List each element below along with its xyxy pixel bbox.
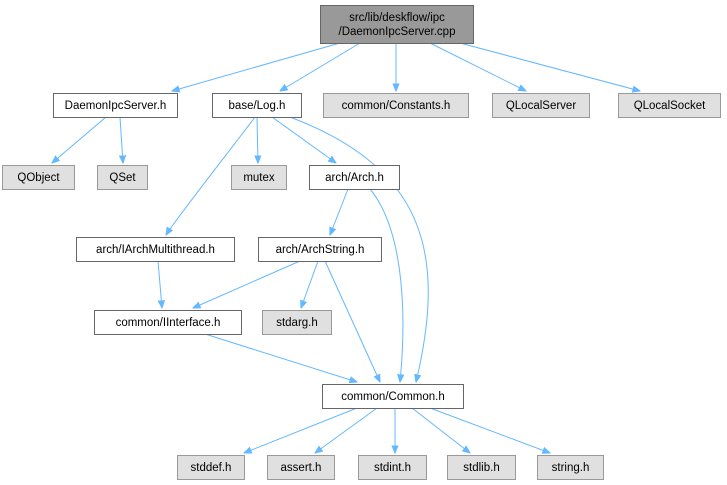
edge-root-to-qlocalsocket xyxy=(459,42,640,91)
node-box xyxy=(212,93,302,118)
edge-archstring-h-to-iinterface-h xyxy=(193,260,301,308)
node-box xyxy=(447,455,516,480)
node-box xyxy=(358,455,427,480)
node-stdlib-h[interactable]: stdlib.h xyxy=(447,455,516,480)
edge-iarchmultithread-h-to-iinterface-h xyxy=(157,260,162,308)
edge-common-h-to-assert-h xyxy=(315,407,378,453)
node-box xyxy=(177,455,245,480)
node-box xyxy=(492,93,590,118)
edge-log-h-to-mutex xyxy=(257,116,258,163)
node-box xyxy=(53,93,178,118)
node-label: QSet xyxy=(109,172,136,184)
node-string-h[interactable]: string.h xyxy=(537,455,604,480)
node-label-line-2: /DaemonIpcServer.cpp xyxy=(339,26,456,38)
node-assert-h[interactable]: assert.h xyxy=(267,455,335,480)
node-label: QLocalSocket xyxy=(634,100,706,112)
edge-iinterface-h-to-common-h xyxy=(204,333,357,382)
edge-arch-h-to-common-h xyxy=(369,188,403,382)
edge-daemonipcserver-h-to-qobject xyxy=(52,116,107,163)
node-stdarg-h[interactable]: stdarg.h xyxy=(262,310,332,335)
edges-layer xyxy=(52,42,640,453)
nodes-layer: src/lib/deskflow/ipc /DaemonIpcServer.cp… xyxy=(2,5,721,480)
node-box xyxy=(309,165,400,190)
node-arch-h[interactable]: arch/Arch.h xyxy=(309,165,400,190)
node-mutex[interactable]: mutex xyxy=(231,165,287,190)
node-box xyxy=(320,5,474,44)
edge-log-h-to-arch-h xyxy=(271,116,336,163)
edge-arch-h-to-archstring-h xyxy=(330,188,349,235)
node-label: arch/IArchMultithread.h xyxy=(96,244,215,256)
node-box xyxy=(97,165,148,190)
node-label: common/Common.h xyxy=(341,391,445,403)
node-label-line-1: src/lib/deskflow/ipc xyxy=(349,12,445,24)
edge-common-h-to-string-h xyxy=(429,407,550,453)
node-box xyxy=(258,237,382,262)
node-box xyxy=(94,310,242,335)
node-iinterface-h[interactable]: common/IInterface.h xyxy=(94,310,242,335)
edge-archstring-h-to-stdarg-h xyxy=(301,260,319,308)
edge-root-to-qlocalserver xyxy=(429,42,526,91)
node-label: stdlib.h xyxy=(463,462,499,474)
node-qobject[interactable]: QObject xyxy=(2,165,75,190)
node-label: arch/ArchString.h xyxy=(276,244,365,256)
edge-common-h-to-stddef-h xyxy=(244,407,358,453)
node-qlocalserver[interactable]: QLocalServer xyxy=(492,93,590,118)
node-box xyxy=(618,93,721,118)
node-label: common/IInterface.h xyxy=(116,317,221,329)
node-qset[interactable]: QSet xyxy=(97,165,148,190)
edge-daemonipcserver-h-to-qset xyxy=(120,116,123,163)
node-label: string.h xyxy=(552,462,590,474)
edge-log-h-to-iarchmultithread-h xyxy=(166,116,256,235)
node-box xyxy=(2,165,75,190)
node-log-h[interactable]: base/Log.h xyxy=(212,93,302,118)
node-label: mutex xyxy=(243,172,275,184)
node-box xyxy=(231,165,287,190)
node-box xyxy=(76,237,235,262)
node-stdint-h[interactable]: stdint.h xyxy=(358,455,427,480)
node-qlocalsocket[interactable]: QLocalSocket xyxy=(618,93,721,118)
edge-common-h-to-stdlib-h xyxy=(411,407,470,453)
node-label: QObject xyxy=(17,172,60,184)
edge-archstring-h-to-common-h xyxy=(324,260,380,382)
edge-root-to-daemonipcserver-h xyxy=(172,42,341,91)
node-stddef-h[interactable]: stddef.h xyxy=(177,455,245,480)
node-archstring-h[interactable]: arch/ArchString.h xyxy=(258,237,382,262)
node-box xyxy=(262,310,332,335)
edge-root-to-log-h xyxy=(280,42,361,91)
node-box xyxy=(537,455,604,480)
node-label: stdarg.h xyxy=(276,317,318,329)
node-label: stdint.h xyxy=(374,462,411,474)
node-label: common/Constants.h xyxy=(342,100,451,112)
node-root-file[interactable]: src/lib/deskflow/ipc /DaemonIpcServer.cp… xyxy=(320,5,474,44)
node-iarchmultithread-h[interactable]: arch/IArchMultithread.h xyxy=(76,237,235,262)
node-label: stddef.h xyxy=(191,462,232,474)
node-box xyxy=(323,93,469,118)
node-box xyxy=(322,384,464,409)
edge-log-h-to-common-h xyxy=(289,116,429,382)
node-constants-h[interactable]: common/Constants.h xyxy=(323,93,469,118)
node-label: base/Log.h xyxy=(229,100,286,112)
node-label: QLocalServer xyxy=(506,100,576,112)
node-box xyxy=(267,455,335,480)
node-common-h[interactable]: common/Common.h xyxy=(322,384,464,409)
node-label: assert.h xyxy=(281,462,322,474)
node-label: arch/Arch.h xyxy=(325,172,384,184)
node-label: DaemonIpcServer.h xyxy=(65,100,167,112)
node-daemonipcserver-h[interactable]: DaemonIpcServer.h xyxy=(53,93,178,118)
